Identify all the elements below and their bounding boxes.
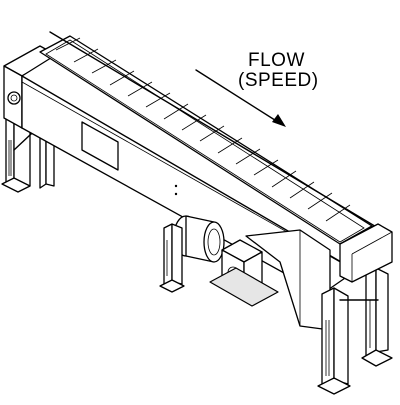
belt-surface bbox=[21, 31, 379, 267]
tail-end-cap bbox=[339, 223, 393, 283]
right-support-leg bbox=[317, 267, 393, 395]
flow-arrow bbox=[195, 69, 286, 127]
flow-label: FLOW bbox=[248, 50, 305, 71]
middle-support-leg bbox=[159, 223, 185, 293]
drive-motor bbox=[173, 215, 331, 331]
speed-label: (SPEED) bbox=[238, 70, 319, 91]
belt-slats bbox=[55, 37, 351, 222]
